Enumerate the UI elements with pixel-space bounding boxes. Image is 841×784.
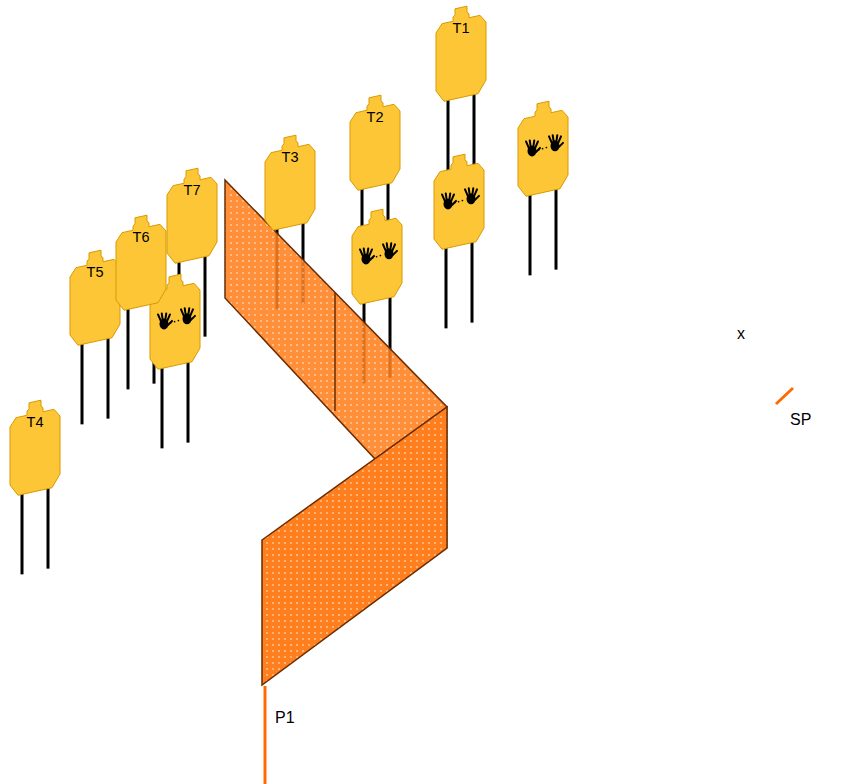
fault-line: [264, 686, 267, 784]
target-stand: [204, 255, 207, 337]
hand-thumb: [191, 316, 195, 320]
hand-finger: [451, 194, 454, 201]
hand-finger: [556, 135, 557, 143]
hand-finger: [383, 244, 386, 251]
wall-panel: [262, 407, 447, 685]
no-shoot-target: [352, 209, 402, 304]
shoot-target: T1: [436, 2, 486, 103]
target-outline: [116, 211, 166, 312]
target-body: [518, 101, 568, 196]
hand-finger: [190, 309, 193, 316]
hand-thumb: [559, 143, 563, 147]
panel-divider: [334, 293, 336, 411]
hand-finger: [558, 136, 561, 143]
target-stand: [529, 193, 532, 275]
hand-finger: [165, 313, 166, 321]
target-stand: [187, 361, 190, 443]
target-stand: [447, 98, 450, 180]
shoot-target: T4: [10, 396, 60, 497]
hand-thumb: [475, 196, 479, 200]
hand-finger: [442, 194, 445, 201]
hand-finger: [158, 314, 161, 321]
start-position-mark: [776, 388, 793, 404]
target-outline: [265, 131, 315, 232]
hand-finger: [530, 140, 531, 148]
target-stand: [161, 366, 164, 448]
target-number: T2: [350, 91, 400, 126]
hand-finger: [367, 248, 368, 256]
hand-finger: [535, 141, 538, 148]
hand-finger: [446, 193, 447, 201]
shoot-target: T2: [350, 91, 400, 192]
target-body: [352, 209, 402, 304]
no-shoot-target: [518, 101, 568, 196]
target-number: T5: [70, 246, 120, 281]
hand-finger: [188, 308, 189, 316]
hand-finger: [162, 313, 163, 321]
no-shoot-target: [434, 154, 484, 249]
hand-finger: [181, 309, 184, 316]
target-outline: [350, 91, 400, 192]
target-number: T6: [116, 211, 166, 246]
hand-finger: [185, 308, 186, 316]
target-number: T7: [167, 164, 217, 199]
hand-finger: [533, 140, 534, 148]
hand-finger: [369, 249, 372, 256]
target-stand: [127, 307, 130, 389]
target-number: T1: [436, 2, 486, 37]
target-stand: [81, 342, 84, 424]
hand-finger: [392, 244, 395, 251]
hand-thumb: [393, 251, 397, 255]
hand-finger: [469, 188, 470, 196]
target-stand: [445, 246, 448, 328]
target-stand: [555, 188, 558, 270]
hand-finger: [553, 135, 554, 143]
hand-finger: [465, 189, 468, 196]
target-stand: [473, 93, 476, 175]
shoot-target: T5: [70, 246, 120, 347]
hand-finger: [474, 189, 477, 196]
hand-thumb: [452, 201, 456, 205]
target-stand: [21, 492, 24, 574]
hand-thumb: [168, 321, 172, 325]
target-number: T4: [10, 396, 60, 431]
hand-finger: [449, 193, 450, 201]
hand-finger: [167, 314, 170, 321]
mesh-wall: [225, 180, 447, 685]
hand-finger: [360, 249, 363, 256]
shoot-target: T6: [116, 211, 166, 312]
target-outline: [436, 2, 486, 103]
target-outline: [10, 396, 60, 497]
hand-thumb: [536, 148, 540, 152]
hand-thumb: [370, 256, 374, 260]
target-stand: [471, 241, 474, 323]
shoot-target: T3: [265, 131, 315, 232]
target-stand: [107, 337, 110, 419]
hand-finger: [390, 243, 391, 251]
hand-finger: [364, 248, 365, 256]
target-stand: [47, 487, 50, 569]
wall-panel: [225, 180, 447, 459]
stage-label: P1: [275, 709, 295, 727]
shoot-target: T7: [167, 164, 217, 265]
hand-finger: [387, 243, 388, 251]
target-body: [434, 154, 484, 249]
target-number: T3: [265, 131, 315, 166]
hand-finger: [526, 141, 529, 148]
target-outline: [167, 164, 217, 265]
stage-label: SP: [790, 411, 811, 429]
hand-finger: [472, 188, 473, 196]
hand-finger: [549, 136, 552, 143]
position-mark: x: [737, 325, 745, 343]
target-outline: [70, 246, 120, 347]
